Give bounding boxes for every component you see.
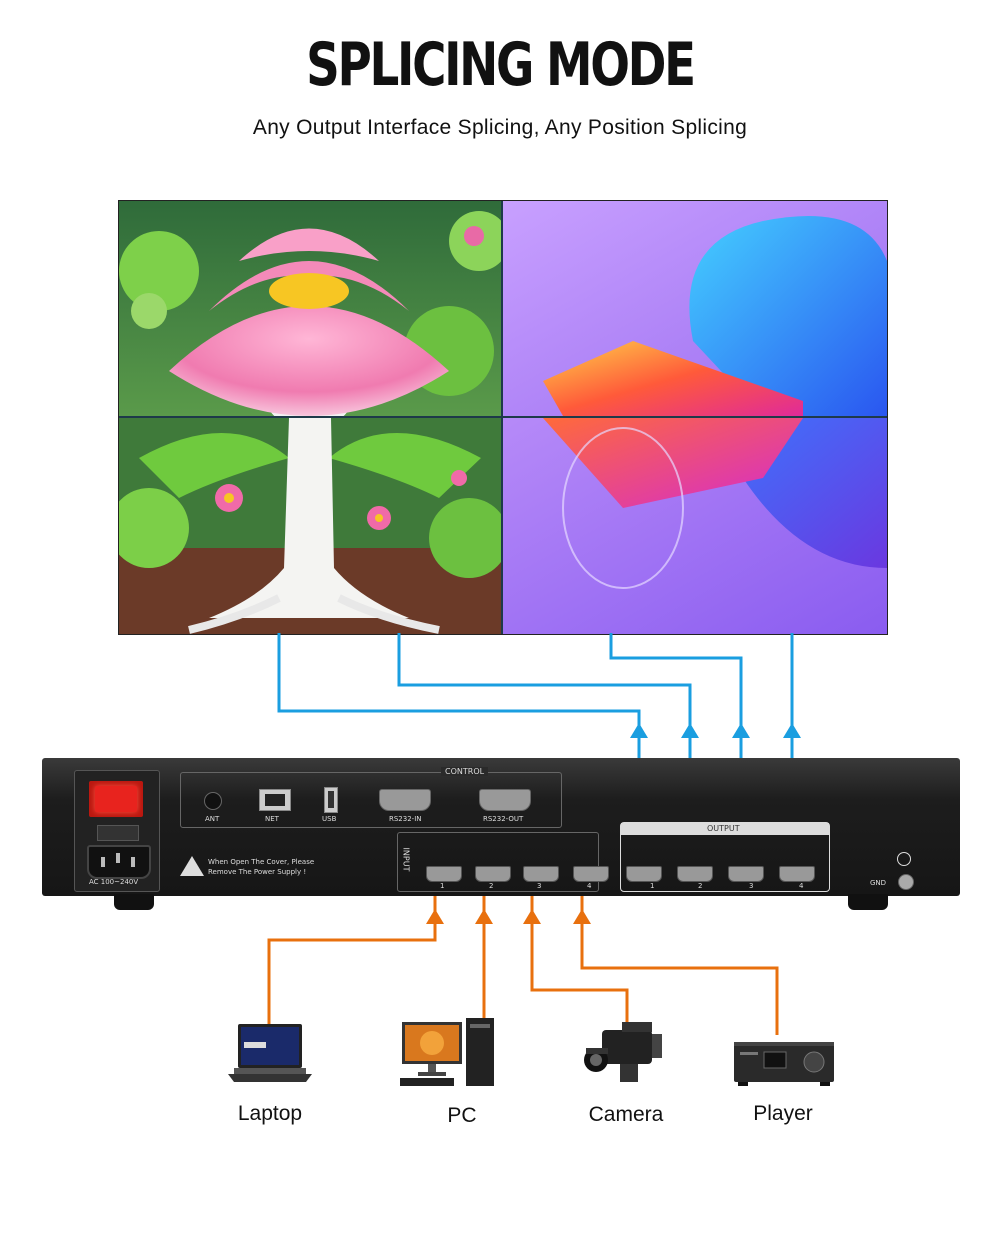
input-port-1[interactable]	[426, 866, 462, 882]
output-line-2	[397, 633, 692, 735]
rs232-out-label: RS232-OUT	[483, 815, 524, 823]
input-port-4[interactable]	[573, 866, 609, 882]
pc-label: PC	[447, 1104, 477, 1127]
control-label: CONTROL	[441, 767, 489, 776]
screen-bottom-left	[119, 418, 501, 634]
output-number-1: 1	[650, 882, 655, 890]
output-arrow-2	[681, 723, 699, 738]
output-arrow-3	[732, 723, 750, 738]
input-group: INPUT	[397, 832, 599, 892]
rs232-in-port[interactable]	[379, 789, 431, 811]
screen-top-right	[503, 201, 887, 416]
fuse-holder	[97, 825, 139, 841]
output-number-3: 3	[749, 882, 754, 890]
output-arrow-4	[783, 723, 801, 738]
player-label: Player	[753, 1102, 813, 1125]
media-player-icon	[734, 1042, 834, 1086]
desktop-pc-icon	[400, 1018, 494, 1086]
output-port-1[interactable]	[626, 866, 662, 882]
input-port-2[interactable]	[475, 866, 511, 882]
output-group: OUTPUT	[620, 822, 830, 892]
ground-screw[interactable]	[898, 874, 914, 890]
warning-icon	[180, 856, 204, 876]
input-arrow-3	[523, 909, 541, 924]
camera-label: Camera	[588, 1103, 664, 1126]
ethernet-port[interactable]	[259, 789, 291, 811]
gnd-label: GND	[870, 879, 887, 887]
ant-label: ANT	[205, 815, 220, 823]
output-number-4: 4	[799, 882, 804, 890]
ground-icon	[897, 852, 911, 866]
input-number-2: 2	[489, 882, 494, 890]
wall-divider-horizontal	[119, 416, 887, 418]
input-arrow-1	[426, 909, 444, 924]
power-label: AC 100~240V	[89, 878, 139, 886]
page-subtitle: Any Output Interface Splicing, Any Posit…	[252, 116, 748, 139]
input-arrow-2	[475, 909, 493, 924]
laptop-icon	[228, 1024, 312, 1082]
device-foot-left	[114, 894, 154, 910]
antenna-port[interactable]	[204, 792, 222, 810]
input-line-4	[580, 880, 779, 1035]
warning-line-1: When Open The Cover, Please	[208, 858, 315, 866]
camcorder-icon	[584, 1022, 662, 1082]
input-line-3	[530, 880, 629, 1030]
screen-bottom-right	[503, 418, 887, 634]
output-port-3[interactable]	[728, 866, 764, 882]
input-port-3[interactable]	[523, 866, 559, 882]
input-number-1: 1	[440, 882, 445, 890]
input-number-4: 4	[587, 882, 592, 890]
input-arrow-4	[573, 909, 591, 924]
input-line-1	[267, 880, 437, 1030]
video-wall	[118, 200, 888, 635]
output-arrow-1	[630, 723, 648, 738]
usb-port[interactable]	[324, 787, 338, 813]
page-title: SPLICING MODE	[306, 30, 696, 100]
net-label: NET	[265, 815, 279, 823]
video-wall-controller: AC 100~240V CONTROL ANT NET USB RS232-IN…	[42, 758, 960, 896]
output-port-2[interactable]	[677, 866, 713, 882]
input-number-3: 3	[537, 882, 542, 890]
input-label: INPUT	[401, 847, 411, 872]
power-module: AC 100~240V	[74, 770, 160, 892]
output-label-bar	[621, 823, 829, 835]
laptop-label: Laptop	[237, 1102, 303, 1125]
warning-line-2: Remove The Power Supply !	[208, 868, 307, 876]
output-label: OUTPUT	[707, 824, 740, 833]
output-line-3	[609, 633, 743, 735]
control-panel: CONTROL ANT NET USB RS232-IN RS232-OUT	[180, 767, 562, 828]
screen-top-left	[119, 201, 501, 416]
power-switch[interactable]	[89, 781, 143, 817]
device-foot-right	[848, 894, 888, 910]
output-number-2: 2	[698, 882, 703, 890]
usb-label: USB	[322, 815, 337, 823]
output-port-4[interactable]	[779, 866, 815, 882]
rs232-in-label: RS232-IN	[389, 815, 422, 823]
rs232-out-port[interactable]	[479, 789, 531, 811]
power-socket[interactable]	[87, 845, 151, 879]
